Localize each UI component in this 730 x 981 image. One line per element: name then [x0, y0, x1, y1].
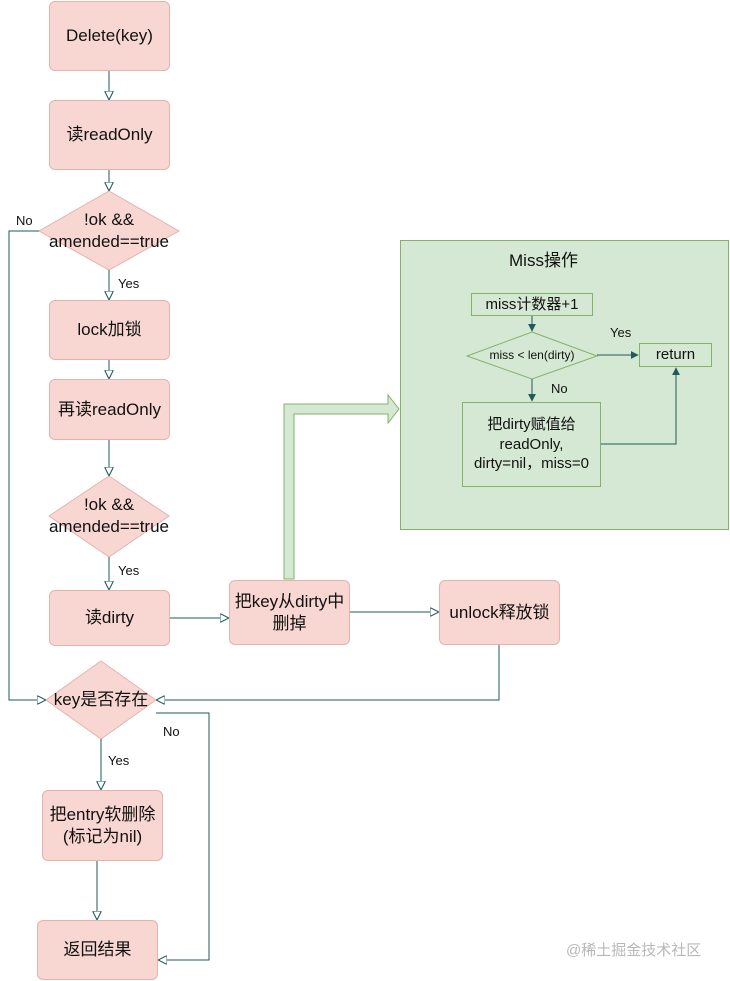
watermark: @稀土掘金技术社区 [566, 942, 702, 959]
read-dirty-label: 读dirty [84, 608, 135, 628]
miss-assign-line3: dirty=nil，miss=0 [473, 455, 590, 473]
read-readonly-node: 读readOnly [49, 100, 170, 170]
check2-text: !ok && amended==true [34, 493, 184, 539]
edge-label-check1-yes: Yes [118, 276, 140, 291]
check2-line1: !ok && [83, 494, 135, 514]
edge-label-miss-yes: Yes [610, 325, 632, 340]
edge-check1-no [8, 230, 45, 700]
reread-readonly-label: 再读readOnly [58, 399, 161, 419]
delete-from-dirty-line1: 把key从dirty中 [234, 592, 345, 612]
edge-unlock-to-key [157, 645, 500, 700]
check2-line2: amended==true [48, 517, 170, 536]
key-exists-label: key是否存在 [53, 689, 149, 709]
delete-node: Delete(key) [49, 1, 170, 71]
miss-panel-title: Miss操作 [509, 251, 578, 270]
soft-delete-line1: 把entry软删除 [49, 805, 156, 825]
read-readonly-label: 读readOnly [66, 125, 153, 145]
lock-label: lock加锁 [77, 320, 142, 340]
check1-line2: amended==true [48, 232, 170, 251]
delete-from-dirty-line2: 删掉 [272, 613, 307, 633]
miss-return-label: return [655, 346, 696, 364]
unlock-node: unlock释放锁 [439, 580, 560, 645]
miss-condition-text: miss < len(dirty) [472, 346, 592, 366]
key-exists-text: key是否存在 [40, 688, 162, 712]
edge-label-miss-no: No [551, 381, 568, 396]
delete-label: Delete(key) [66, 26, 153, 46]
miss-assign-node: 把dirty赋值给 readOnly, dirty=nil，miss=0 [462, 402, 601, 487]
miss-counter-node: miss计数器+1 [471, 293, 593, 316]
miss-assign-line1: 把dirty赋值给 [487, 416, 576, 434]
reread-readonly-node: 再读readOnly [49, 379, 170, 440]
miss-operation-arrow [283, 393, 400, 580]
edge-assign-to-return [601, 367, 680, 445]
delete-from-dirty-node: 把key从dirty中 删掉 [229, 580, 350, 645]
miss-counter-label: miss计数器+1 [485, 295, 579, 313]
edge-label-key-no: No [163, 724, 180, 739]
edge-key-no [156, 712, 210, 960]
edge-label-key-yes: Yes [108, 753, 130, 768]
return-result-node: 返回结果 [37, 920, 158, 980]
return-result-label: 返回结果 [63, 940, 132, 960]
miss-assign-line2: readOnly, [499, 435, 564, 453]
edge-label-check1-no: No [16, 213, 33, 228]
check1-line1: !ok && [83, 209, 135, 229]
miss-condition-label: miss < len(dirty) [489, 348, 575, 363]
check1-text: !ok && amended==true [34, 208, 184, 254]
unlock-label: unlock释放锁 [449, 602, 550, 622]
soft-delete-line2: (标记为nil) [62, 826, 143, 846]
read-dirty-node: 读dirty [49, 590, 170, 646]
soft-delete-node: 把entry软删除 (标记为nil) [42, 790, 163, 861]
lock-node: lock加锁 [49, 300, 170, 360]
miss-return-node: return [639, 343, 712, 367]
edge-label-check2-yes: Yes [118, 563, 140, 578]
